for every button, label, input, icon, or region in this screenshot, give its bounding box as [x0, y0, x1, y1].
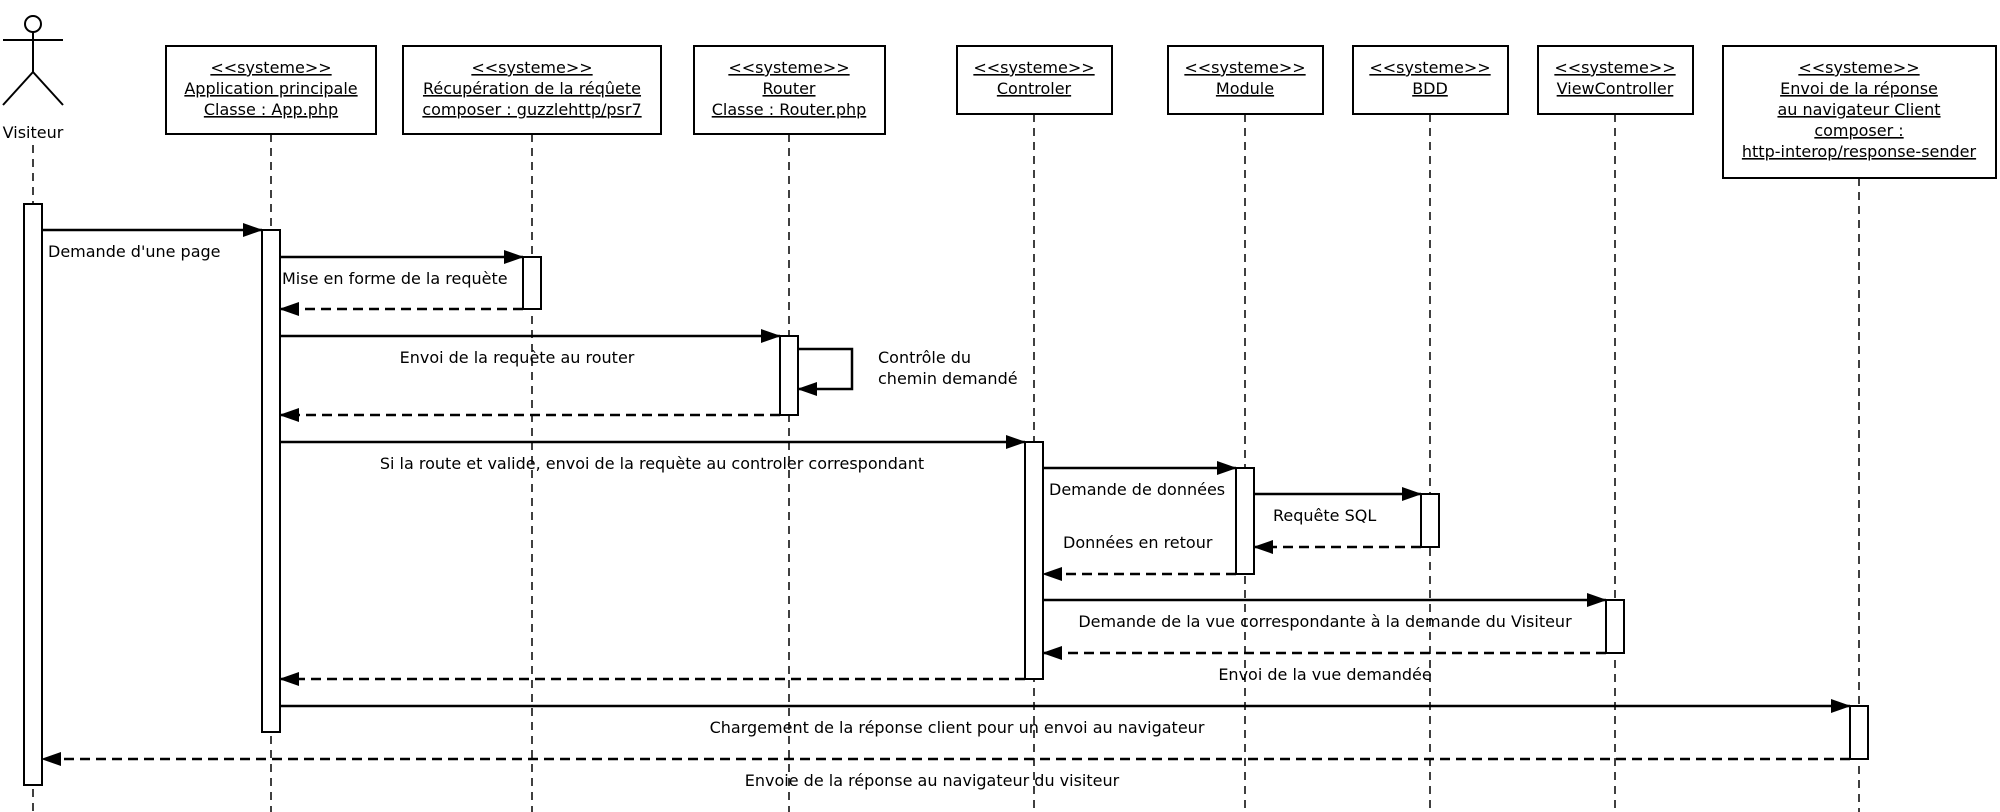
activation-bdd — [1420, 493, 1440, 548]
participant-app: <<systeme>> Application principale Class… — [165, 45, 377, 135]
activations — [23, 203, 1869, 786]
participant-router-line: Router — [762, 79, 815, 98]
participant-app-line: Application principale — [184, 79, 357, 98]
participant-app-line: Classe : App.php — [204, 100, 338, 119]
message-label: Demande de données — [1049, 480, 1225, 499]
message-label: Contrôle du chemin demandé — [878, 348, 1018, 388]
activation-view — [1605, 599, 1625, 654]
message-label: Mise en forme de la requète — [282, 269, 508, 288]
participant-sender-line: au navigateur Client — [1777, 100, 1940, 119]
participant-view-line: ViewController — [1557, 79, 1674, 98]
participant-app-line: <<systeme>> — [210, 58, 331, 77]
message-label: Si la route et valide, envoi de la requè… — [380, 454, 924, 473]
participant-sender-line: composer : — [1814, 121, 1903, 140]
participant-router-line: Classe : Router.php — [712, 100, 867, 119]
participant-controler-line: Controler — [997, 79, 1072, 98]
message-labels: Demande d'une page Mise en forme de la r… — [48, 242, 1572, 790]
participant-sender: <<systeme>> Envoi de la réponse au navig… — [1722, 45, 1997, 179]
participant-req: <<systeme>> Récupération de la réqûete c… — [402, 45, 662, 135]
participant-router-line: <<systeme>> — [728, 58, 849, 77]
participant-req-line: Récupération de la réqûete — [423, 79, 641, 98]
message-label: Demande d'une page — [48, 242, 221, 261]
participant-sender-line: http-interop/response-sender — [1742, 142, 1977, 161]
participant-bdd-line: BDD — [1412, 79, 1448, 98]
activation-visiteur — [23, 203, 43, 786]
activation-app — [261, 229, 281, 733]
participant-req-line: composer : guzzlehttp/psr7 — [422, 100, 641, 119]
participant-module-line: Module — [1216, 79, 1274, 98]
message-label: Envoi de la vue demandée — [1218, 665, 1431, 684]
participant-view-line: <<systeme>> — [1554, 58, 1675, 77]
participant-bdd-line: <<systeme>> — [1369, 58, 1490, 77]
participant-sender-line: <<systeme>> — [1798, 58, 1919, 77]
message-label: Envoie de la réponse au navigateur du vi… — [745, 771, 1120, 790]
lifelines — [32, 114, 1860, 812]
participant-controler: <<systeme>> Controler — [956, 45, 1113, 115]
message-label: Envoi de la requète au router — [400, 348, 635, 367]
participant-view: <<systeme>> ViewController — [1537, 45, 1694, 115]
actor-label: Visiteur — [3, 123, 64, 142]
participant-module: <<systeme>> Module — [1167, 45, 1324, 115]
message-label: Demande de la vue correspondante à la de… — [1078, 612, 1572, 631]
message-label: Chargement de la réponse client pour un … — [710, 718, 1205, 737]
participant-sender-line: Envoi de la réponse — [1780, 79, 1938, 98]
participant-req-line: <<systeme>> — [471, 58, 592, 77]
participant-router: <<systeme>> Router Classe : Router.php — [693, 45, 886, 135]
actor-figure-icon — [2, 15, 64, 106]
activation-module — [1235, 467, 1255, 575]
activation-req — [522, 256, 542, 310]
participant-controler-line: <<systeme>> — [973, 58, 1094, 77]
message-label: Données en retour — [1063, 533, 1213, 552]
self-message-arrow — [797, 347, 854, 396]
activation-sender — [1849, 705, 1869, 760]
activation-controler — [1024, 441, 1044, 680]
actor-visiteur: Visiteur — [2, 15, 64, 142]
activation-router — [779, 335, 799, 416]
message-label: Requête SQL — [1273, 506, 1376, 525]
messages — [41, 223, 1851, 766]
participant-module-line: <<systeme>> — [1184, 58, 1305, 77]
participant-bdd: <<systeme>> BDD — [1352, 45, 1509, 115]
